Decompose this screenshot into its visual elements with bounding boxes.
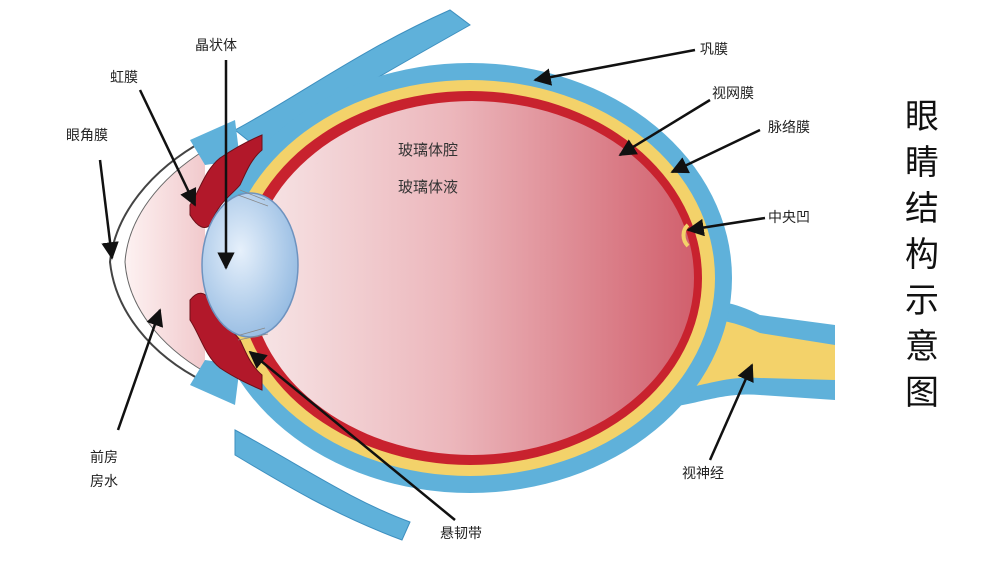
label-retina: 视网膜 <box>712 86 754 102</box>
label-aqueous-humor: 房水 <box>90 474 118 490</box>
label-lens: 晶状体 <box>195 38 237 54</box>
title-char: 睛 <box>905 143 939 183</box>
label-fovea: 中央凹 <box>768 210 810 226</box>
title-char: 图 <box>905 373 939 413</box>
label-vitreous-humor: 玻璃体液 <box>398 178 458 196</box>
label-cornea: 眼角膜 <box>66 128 108 144</box>
lens <box>201 192 299 338</box>
lower-muscle <box>234 429 411 541</box>
label-iris: 虹膜 <box>110 70 138 86</box>
label-vitreous-chamber: 玻璃体腔 <box>398 141 458 159</box>
vitreous-chamber <box>250 101 694 455</box>
leader-arrows <box>98 48 766 521</box>
title-char: 眼 <box>905 97 939 137</box>
cornea <box>108 139 206 383</box>
label-optic-nerve: 视神经 <box>682 466 724 482</box>
zonule-fibers <box>237 189 269 341</box>
title-char: 意 <box>905 327 939 367</box>
label-zonule: 悬韧带 <box>440 526 482 542</box>
title-char: 结 <box>905 189 939 229</box>
cornea-inner <box>124 149 206 373</box>
title-char: 构 <box>905 235 939 275</box>
title-char: 示 <box>905 281 939 321</box>
label-sclera: 巩膜 <box>700 42 728 58</box>
label-anterior-chamber: 前房 <box>90 449 118 466</box>
label-choroid: 脉络膜 <box>768 120 810 136</box>
